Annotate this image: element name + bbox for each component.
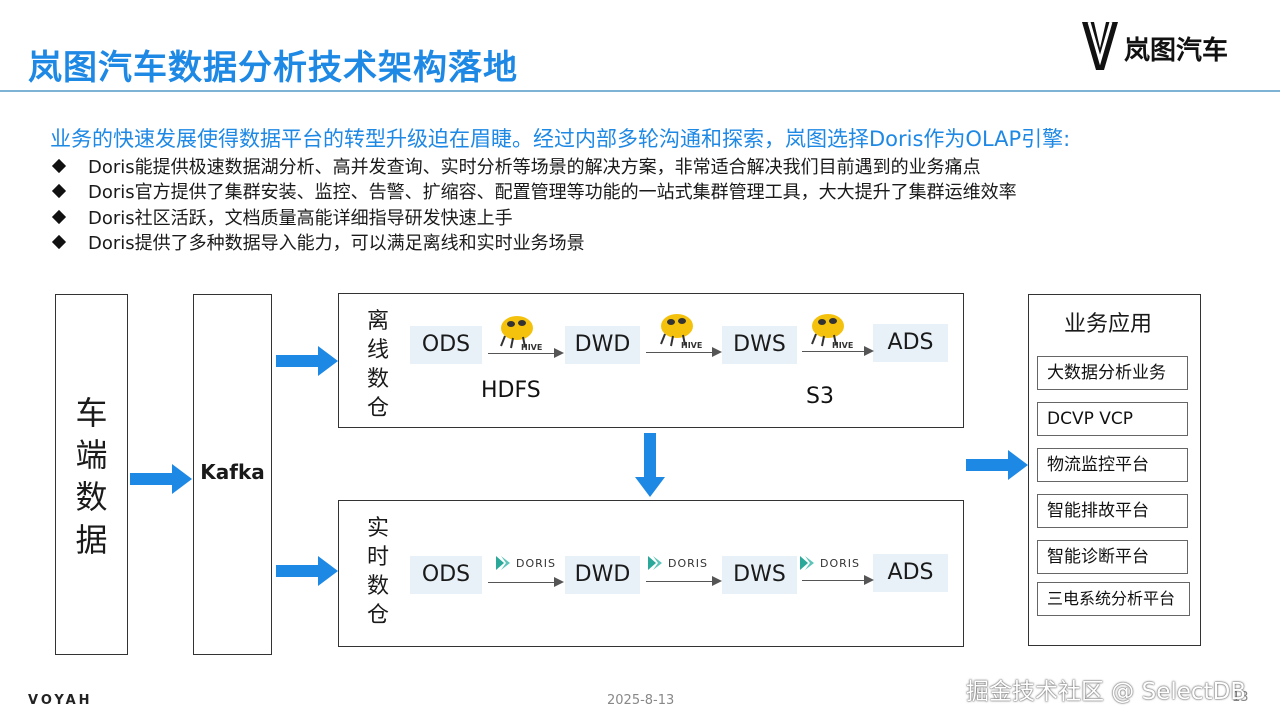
right-arrow-icon (966, 450, 1028, 480)
flow-arrow-line (802, 580, 864, 581)
title-divider (0, 90, 1280, 92)
watermark: 掘金技术社区 @ SelectDB (966, 679, 1247, 705)
realtime-stage-dwd: DWD (565, 556, 640, 594)
offline-warehouse-label: 离线数仓 (366, 309, 389, 422)
business-app-item: DCVP VCP (1037, 402, 1188, 436)
offline-stage-dwd: DWD (565, 326, 640, 364)
diamond-bullet-icon (51, 234, 67, 250)
business-app-item: 三电系统分析平台 (1037, 582, 1190, 616)
hive-logo-icon: HIVE (660, 314, 702, 350)
flow-arrow-line (488, 353, 554, 354)
business-app-item: 大数据分析业务 (1037, 356, 1188, 390)
footer-date: 2025-8-13 (607, 693, 675, 708)
svg-text:HIVE: HIVE (521, 343, 542, 352)
doris-mark-icon (496, 556, 510, 570)
bullet-item: Doris能提供极速数据湖分析、高并发查询、实时分析等场景的解决方案，非常适合解… (51, 153, 981, 179)
storage-hdfs: HDFS (481, 378, 541, 403)
right-arrow-icon (276, 556, 338, 586)
storage-s3: S3 (806, 384, 834, 409)
right-arrow-icon (276, 346, 338, 376)
diamond-bullet-icon (51, 209, 67, 225)
vehicle-data-label: 车端数据 (75, 394, 108, 559)
flow-arrow-line (802, 351, 864, 352)
realtime-stage-ads: ADS (873, 554, 948, 592)
flow-arrow-line (646, 352, 712, 353)
brand-name: 岚图汽车 (1124, 36, 1229, 66)
flow-arrow-head (864, 346, 874, 356)
kafka-label: Kafka (200, 460, 265, 484)
hive-logo-icon: HIVE (811, 314, 853, 350)
offline-stage-ads: ADS (873, 324, 948, 362)
flow-arrow-head (554, 348, 564, 358)
doris-logo: DORIS (648, 552, 708, 574)
footer-brand: VOYAH (28, 693, 93, 708)
business-app-item: 智能诊断平台 (1037, 540, 1188, 574)
diamond-bullet-icon (51, 183, 67, 199)
business-apps-title: 业务应用 (1063, 312, 1152, 337)
kafka-box (193, 294, 272, 655)
doris-logo: DORIS (496, 552, 556, 574)
svg-text:HIVE: HIVE (832, 341, 853, 350)
realtime-warehouse-label: 实时数仓 (366, 516, 389, 629)
down-arrow-icon (635, 433, 665, 497)
flow-arrow-head (554, 577, 564, 587)
realtime-stage-dws: DWS (722, 556, 797, 594)
hive-logo-icon: HIVE (500, 316, 542, 352)
svg-text:HIVE: HIVE (681, 341, 702, 350)
offline-stage-ods: ODS (410, 326, 482, 364)
diamond-bullet-icon (51, 158, 67, 174)
vehicle-data-box (55, 294, 128, 655)
bullet-item: Doris社区活跃，文档质量高能详细指导研发快速上手 (51, 204, 513, 230)
flow-arrow-head (864, 575, 874, 585)
flow-arrow-line (646, 581, 712, 582)
flow-arrow-line (488, 582, 554, 583)
flow-arrow-head (712, 347, 722, 357)
bullet-item: Doris提供了多种数据导入能力，可以满足离线和实时业务场景 (51, 229, 585, 255)
bullet-item: Doris官方提供了集群安装、监控、告警、扩缩容、配置管理等功能的一站式集群管理… (51, 178, 1017, 204)
right-arrow-icon (130, 464, 192, 494)
intro-headline: 业务的快速发展使得数据平台的转型升级迫在眉睫。经过内部多轮沟通和探索，岚图选择D… (50, 127, 1071, 151)
business-app-item: 智能排故平台 (1037, 494, 1188, 528)
doris-mark-icon (648, 556, 662, 570)
doris-logo: DORIS (800, 552, 860, 574)
voyah-logo-icon (1082, 21, 1118, 70)
page-title: 岚图汽车数据分析技术架构落地 (28, 48, 518, 88)
page-number: 13 (1232, 690, 1249, 705)
business-app-item: 物流监控平台 (1037, 448, 1188, 482)
flow-arrow-head (712, 576, 722, 586)
doris-mark-icon (800, 556, 814, 570)
offline-stage-dws: DWS (722, 326, 797, 364)
realtime-stage-ods: ODS (410, 556, 482, 594)
